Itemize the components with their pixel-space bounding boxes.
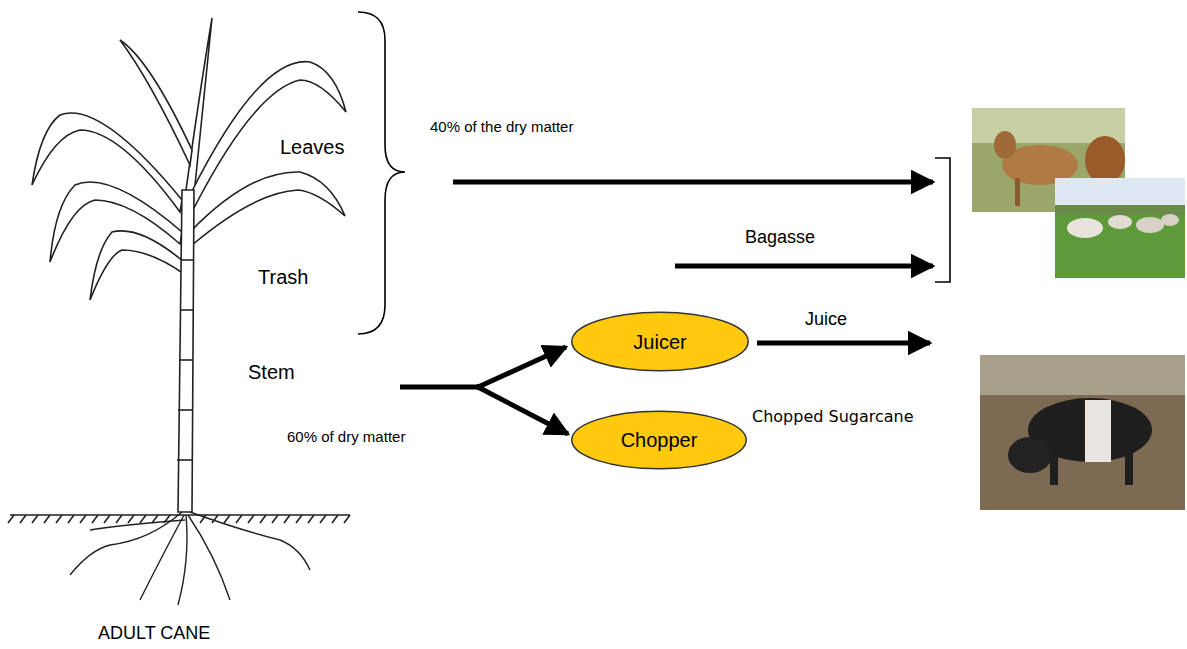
cattle-photo (1055, 178, 1185, 278)
share-label: 40% of the dry matter (430, 119, 573, 136)
flow-label: Bagasse (745, 228, 815, 248)
grouping-bracket (935, 158, 950, 282)
node-text: Chopper (621, 429, 698, 451)
node-text: Juicer (633, 331, 686, 353)
flow-arrows (400, 182, 933, 434)
pig-photo (980, 355, 1185, 510)
figure-label: ADULT CANE (98, 624, 210, 644)
cane-roots (70, 512, 310, 605)
process-ellipse: Chopper (570, 410, 748, 470)
flow-label: Chopped Sugarcane (752, 408, 914, 426)
ground-hatch (8, 515, 350, 523)
cane-stem (177, 190, 194, 512)
share-label: 60% of dry matter (287, 429, 405, 446)
part-label: Leaves (280, 136, 345, 158)
part-label: Stem (248, 361, 295, 383)
grouping-brace (358, 12, 405, 334)
process-ellipse: Juicer (570, 311, 750, 372)
part-label: Trash (258, 266, 308, 288)
flow-label: Juice (805, 310, 847, 330)
